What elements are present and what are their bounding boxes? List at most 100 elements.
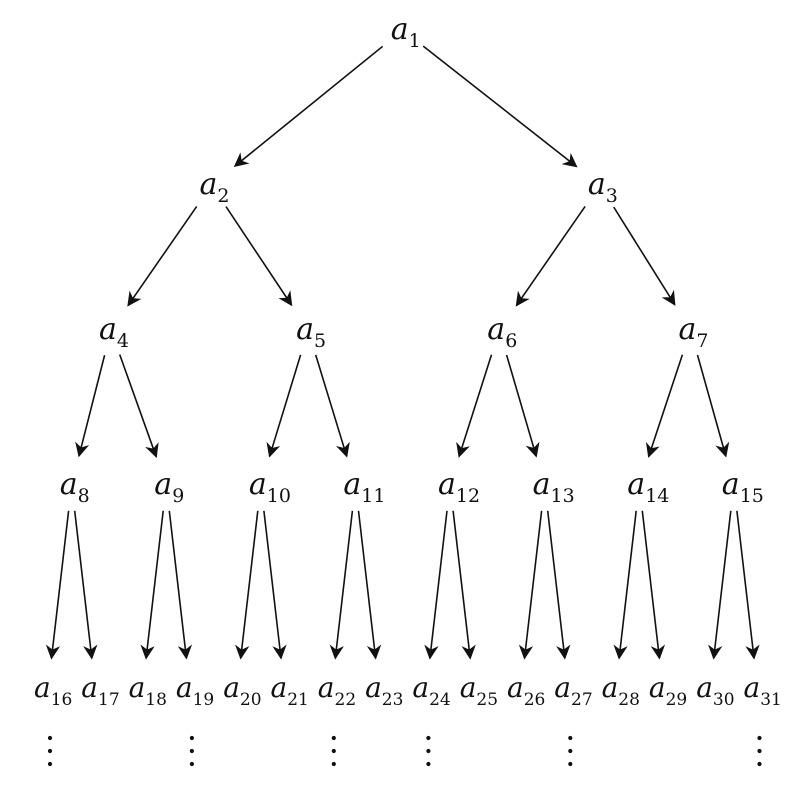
node-a2: a2: [200, 167, 230, 207]
node-subscript: 17: [98, 690, 120, 710]
node-subscript: 14: [645, 485, 669, 507]
node-a25: a25: [460, 671, 498, 710]
ellipsis-dot: [426, 748, 431, 754]
continuation-layer: [47, 735, 762, 767]
node-a5: a5: [296, 312, 326, 352]
edge-a6-to-a12: [456, 354, 493, 458]
edge-a3-to-a6: [515, 205, 586, 307]
node-subscript: 30: [713, 690, 735, 710]
edge-a5-to-a10: [266, 354, 302, 458]
node-subscript: 29: [666, 690, 688, 710]
node-letter: a: [99, 312, 117, 347]
node-a12: a12: [438, 467, 480, 507]
edge-a7-to-a14: [645, 354, 684, 458]
edge-a4-to-a9: [118, 354, 159, 459]
edge-a7-to-a15: [696, 354, 730, 458]
node-a1: a1: [391, 12, 421, 52]
node-letter: a: [487, 312, 505, 347]
node-letter: a: [627, 467, 645, 502]
node-subscript: 19: [193, 690, 215, 710]
node-a14: a14: [627, 467, 669, 507]
node-letter: a: [365, 671, 382, 704]
node-a26: a26: [507, 671, 545, 710]
edge-a14-to-a28: [613, 510, 637, 660]
edge-a3-to-a7: [613, 206, 676, 306]
node-subscript: 10: [267, 485, 291, 507]
node-letter: a: [176, 671, 193, 704]
node-a8: a8: [60, 467, 90, 507]
edge-a9-to-a19: [168, 510, 193, 660]
node-letter: a: [744, 671, 761, 704]
ellipsis-dot: [331, 761, 336, 767]
node-letter: a: [507, 671, 524, 704]
node-subscript: 3: [606, 185, 618, 207]
ellipsis-dot: [47, 748, 53, 754]
node-a17: a17: [81, 671, 119, 710]
node-letter: a: [679, 312, 697, 347]
node-letter: a: [412, 671, 429, 704]
node-letter: a: [460, 671, 477, 704]
edge-a8-to-a17: [73, 510, 98, 660]
node-letter: a: [296, 312, 314, 347]
node-subscript: 22: [335, 690, 357, 710]
node-a7: a7: [679, 312, 709, 352]
node-subscript: 16: [51, 690, 73, 710]
node-a18: a18: [129, 671, 167, 710]
node-a19: a19: [176, 671, 214, 710]
edge-a1-to-a3: [422, 45, 578, 168]
node-subscript: 26: [524, 690, 546, 710]
node-letter: a: [438, 467, 456, 502]
edge-a10-to-a20: [235, 510, 259, 660]
ellipsis-dot: [757, 735, 762, 741]
ellipsis-dot: [426, 735, 431, 741]
node-a30: a30: [696, 671, 734, 710]
edge-a4-to-a8: [75, 355, 106, 458]
node-a9: a9: [154, 467, 184, 507]
ellipsis-dot: [331, 735, 336, 741]
node-subscript: 4: [117, 330, 129, 352]
edge-a6-to-a13: [505, 354, 540, 458]
node-subscript: 23: [382, 690, 404, 710]
edge-a5-to-a11: [314, 354, 350, 458]
edge-a15-to-a31: [736, 510, 760, 660]
node-letter: a: [722, 467, 740, 502]
node-letter: a: [200, 167, 218, 202]
node-a11: a11: [343, 467, 385, 507]
node-a16: a16: [34, 671, 72, 710]
node-a15: a15: [722, 467, 764, 507]
edge-a13-to-a27: [546, 510, 571, 660]
node-subscript: 13: [550, 485, 574, 507]
node-subscript: 9: [172, 485, 184, 507]
node-subscript: 27: [571, 690, 593, 710]
node-a22: a22: [318, 671, 356, 710]
ellipsis-dot: [189, 761, 194, 767]
ellipsis-dot: [568, 748, 573, 754]
node-a21: a21: [271, 671, 309, 710]
node-a23: a23: [365, 671, 403, 710]
continuation-dots-below-a19: [189, 735, 194, 767]
node-letter: a: [533, 467, 551, 502]
ellipsis-dot: [189, 748, 194, 754]
node-a24: a24: [412, 671, 450, 710]
continuation-dots-below-a24: [426, 735, 431, 767]
node-subscript: 18: [145, 690, 167, 710]
node-subscript: 20: [240, 690, 262, 710]
node-subscript: 5: [314, 330, 326, 352]
edge-a9-to-a18: [140, 510, 164, 660]
continuation-dots-below-a27: [568, 735, 573, 767]
node-letter: a: [60, 467, 78, 502]
node-subscript: 6: [505, 330, 517, 352]
node-subscript: 15: [740, 485, 764, 507]
node-letter: a: [588, 167, 606, 202]
continuation-dots-below-a31: [757, 735, 762, 767]
ellipsis-dot: [47, 761, 53, 767]
node-subscript: 31: [760, 690, 782, 710]
node-a27: a27: [554, 671, 592, 710]
node-a29: a29: [649, 671, 687, 710]
continuation-dots-below-a22: [331, 735, 336, 767]
node-a20: a20: [223, 671, 261, 710]
node-letter: a: [129, 671, 146, 704]
node-a4: a4: [99, 312, 129, 352]
node-letter: a: [249, 467, 267, 502]
